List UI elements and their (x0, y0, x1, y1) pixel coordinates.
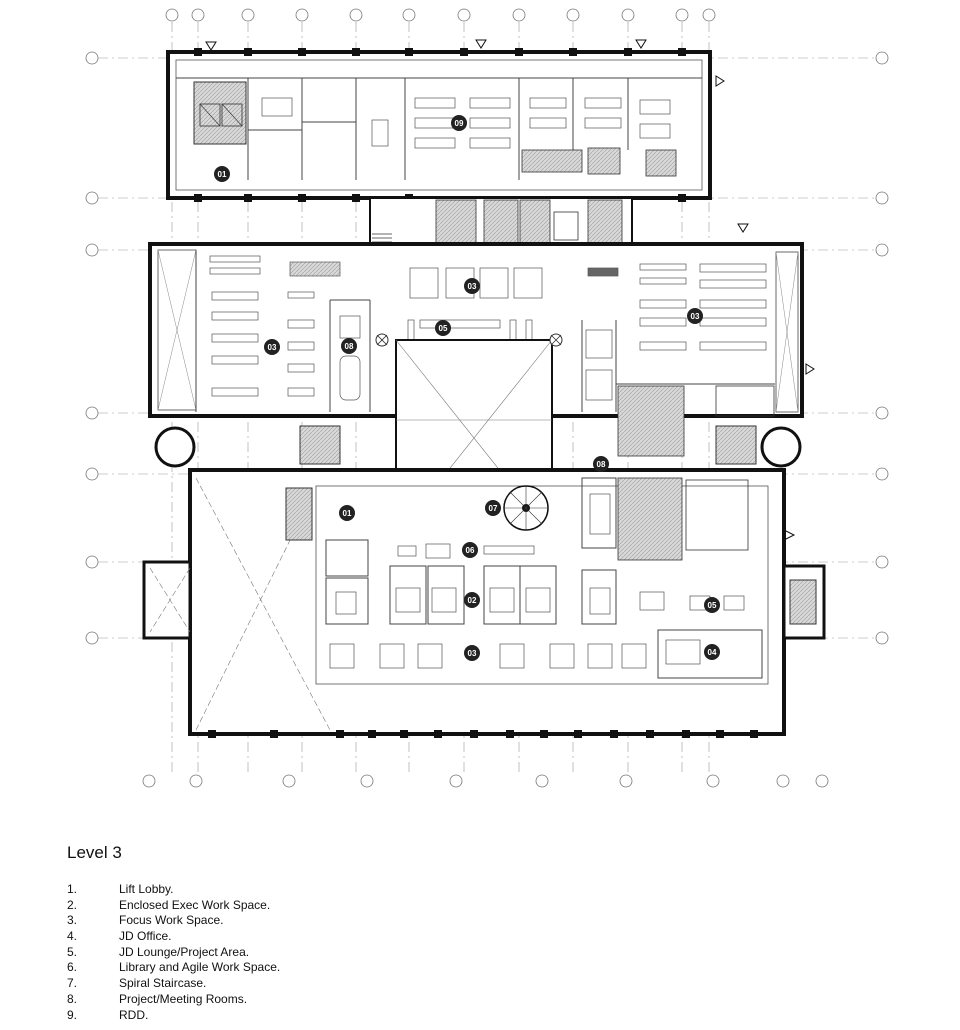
room-marker: 03 (687, 308, 703, 324)
legend-item-label: Enclosed Exec Work Space. (119, 897, 271, 912)
legend-item-number: 4. (67, 929, 78, 944)
room-marker-label: 03 (468, 282, 477, 291)
room-marker-label: 05 (708, 601, 717, 610)
legend-item: 7. Spiral Staircase. (67, 976, 667, 992)
room-marker-label: 03 (691, 312, 700, 321)
room-marker: 03 (464, 278, 480, 294)
legend-item: 5. JD Lounge/Project Area. (67, 945, 667, 961)
room-marker-label: 03 (468, 649, 477, 658)
room-marker: 01 (214, 166, 230, 182)
legend-item-number: 1. (67, 882, 78, 896)
room-marker-label: 01 (343, 509, 352, 518)
room-marker: 03 (264, 339, 280, 355)
room-marker-label: 06 (466, 546, 475, 555)
grid-bubbles (85, 8, 889, 788)
legend-item-number: 8. (67, 991, 78, 1006)
legend-item: 8. Project/Meeting Rooms. (67, 992, 667, 1008)
room-marker-label: 04 (708, 648, 717, 657)
legend-item: 6. Library and Agile Work Space. (67, 960, 667, 976)
room-marker: 08 (593, 456, 609, 472)
room-marker-label: 09 (455, 119, 464, 128)
legend-item-number: 3. (67, 913, 78, 928)
legend-item-number: 9. (67, 1007, 78, 1022)
legend-item: 3. Focus Work Space. (67, 913, 667, 929)
link-cores (154, 425, 802, 468)
room-marker: 04 (704, 644, 720, 660)
room-marker: 09 (451, 115, 467, 131)
legend-item-label: JD Lounge/Project Area. (119, 944, 250, 959)
legend-item-label: Lift Lobby. (119, 882, 174, 896)
legend-item-label: JD Office. (119, 929, 172, 944)
room-marker: 01 (339, 505, 355, 521)
room-marker: 07 (485, 500, 501, 516)
room-marker: 08 (341, 338, 357, 354)
room-marker-label: 02 (468, 596, 477, 605)
room-marker-label: 05 (439, 324, 448, 333)
room-marker-label: 08 (597, 460, 606, 469)
legend-item-label: Spiral Staircase. (119, 976, 207, 991)
legend-item: 1. Lift Lobby. (67, 882, 667, 898)
legend-item-label: Focus Work Space. (119, 913, 224, 928)
legend-item-number: 7. (67, 976, 78, 991)
room-marker-label: 07 (489, 504, 498, 513)
middle-wing (148, 223, 815, 457)
room-marker: 06 (462, 542, 478, 558)
room-marker: 02 (464, 592, 480, 608)
legend-item: 4. JD Office. (67, 929, 667, 945)
legend-item-number: 5. (67, 944, 78, 959)
legend-item-number: 6. (67, 960, 78, 975)
room-marker-label: 03 (268, 343, 277, 352)
legend-item-label: RDD. (119, 1007, 149, 1022)
legend-item: 9. RDD. (67, 1008, 667, 1024)
room-marker: 05 (704, 597, 720, 613)
room-marker-label: 01 (218, 170, 227, 179)
room-markers: 01 09 03 03 03 05 08 08 01 07 06 02 03 05 04 (214, 115, 720, 661)
room-marker: 05 (435, 320, 451, 336)
floor-plan: 01 09 03 03 03 05 08 08 01 07 06 02 03 05 04 (85, 8, 889, 788)
legend-item-label: Project/Meeting Rooms. (119, 991, 248, 1006)
bottom-wing (142, 468, 826, 738)
legend: Level 3 1. Lift Lobby. 2. Enclosed Exec Wor… (67, 842, 667, 1023)
legend-item-label: Library and Agile Work Space. (119, 960, 281, 975)
top-wing (166, 39, 725, 202)
room-marker-label: 08 (345, 342, 354, 351)
room-marker: 03 (464, 645, 480, 661)
legend-item-number: 2. (67, 897, 78, 912)
legend-title: Level 3 (67, 843, 122, 862)
legend-list: 1. Lift Lobby. 2. Enclosed Exec Work Space.… (67, 882, 667, 1023)
legend-item: 2. Enclosed Exec Work Space. (67, 898, 667, 914)
